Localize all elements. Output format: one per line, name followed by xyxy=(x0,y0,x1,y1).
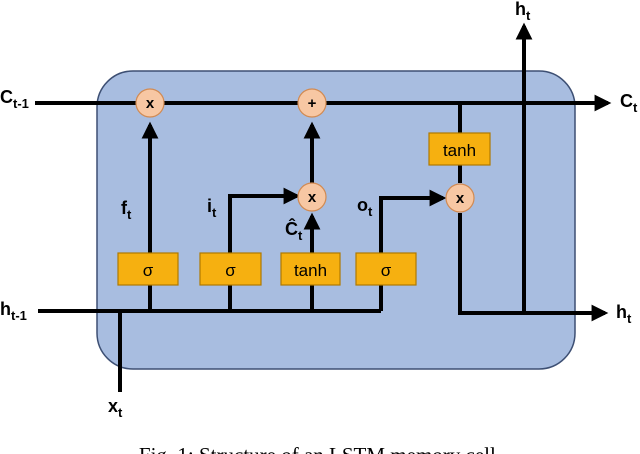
svg-text:+: + xyxy=(308,95,317,112)
svg-text:x: x xyxy=(146,95,155,112)
label-c-tilde: Ĉt xyxy=(285,218,303,243)
svg-text:tanh: tanh xyxy=(294,261,327,280)
forget-multiply-op: x xyxy=(135,88,165,118)
input-gate: σ xyxy=(199,252,262,286)
forget-gate: σ xyxy=(117,252,179,286)
label-i-gate: it xyxy=(207,196,217,220)
svg-text:tanh: tanh xyxy=(443,141,476,160)
label-x-in: xt xyxy=(108,396,123,420)
label-h-out-top: ht xyxy=(515,0,531,23)
output-multiply-op: x xyxy=(445,183,475,213)
label-h-prev: ht-1 xyxy=(0,299,27,323)
label-c-next: Ct xyxy=(620,91,638,115)
label-c-prev: Ct-1 xyxy=(0,87,29,111)
svg-text:σ: σ xyxy=(143,261,154,280)
candidate-gate: tanh xyxy=(280,252,341,286)
cell-tanh-gate: tanh xyxy=(428,132,491,166)
figure-caption: Fig. 1: Structure of an LSTM memory cell… xyxy=(139,443,501,454)
label-f-gate: ft xyxy=(121,198,132,222)
svg-text:x: x xyxy=(456,190,465,207)
connection-wires xyxy=(35,22,612,392)
output-gate: σ xyxy=(355,252,417,286)
add-op: + xyxy=(297,88,327,118)
label-o-gate: ot xyxy=(357,195,373,219)
label-h-out-right: ht xyxy=(616,302,632,326)
lstm-cell-body xyxy=(96,70,576,370)
input-multiply-op: x xyxy=(297,182,327,212)
svg-text:σ: σ xyxy=(381,261,392,280)
svg-text:x: x xyxy=(308,189,317,206)
svg-text:σ: σ xyxy=(225,261,236,280)
